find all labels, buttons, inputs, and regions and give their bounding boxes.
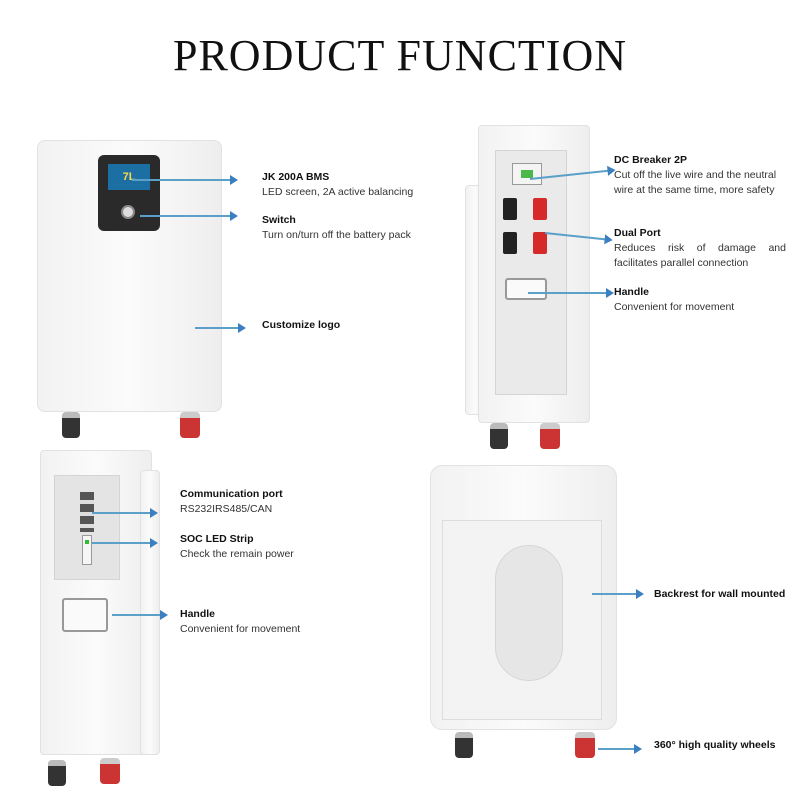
positive-terminal (533, 198, 547, 220)
comm-port-title: Communication port (180, 488, 283, 500)
bms-desc: LED screen, 2A active balancing (262, 186, 414, 198)
soc-led-strip (82, 535, 92, 565)
arrow-icon (132, 175, 238, 185)
wheel-icon (62, 412, 80, 438)
switch-desc: Turn on/turn off the battery pack (262, 229, 411, 241)
wheels-title: 360° high quality wheels (654, 739, 776, 751)
switch-title: Switch (262, 214, 296, 226)
wheel-icon (180, 412, 200, 438)
positive-terminal (533, 232, 547, 254)
soc-desc: Check the remain power (180, 548, 294, 560)
communication-ports (80, 492, 94, 532)
wheel-icon (575, 732, 595, 758)
comm-port-desc: RS232IRS485/CAN (180, 503, 273, 515)
arrow-icon (598, 744, 642, 754)
arrow-icon (592, 589, 644, 599)
backrest-title: Backrest for wall mounted (654, 588, 786, 600)
arrow-icon (195, 323, 246, 333)
wheel-icon (100, 758, 120, 784)
page-title: PRODUCT FUNCTION (172, 31, 628, 80)
wheel-icon (490, 423, 508, 449)
breaker-desc: Cut off the live wire and the neutral wi… (614, 169, 777, 196)
dual-port-desc: Reduces risk of damage and facilitates p… (614, 242, 786, 269)
power-switch-icon (121, 205, 135, 219)
lcd-screen: 7L (108, 164, 150, 190)
handle-right-title: Handle (614, 286, 650, 298)
logo-title: Customize logo (262, 319, 341, 331)
wheel-icon (540, 423, 560, 449)
handle (505, 278, 547, 300)
breaker-title: DC Breaker 2P (614, 154, 687, 166)
handle-left-desc: Convenient for movement (180, 623, 301, 635)
handle-left-title: Handle (180, 608, 216, 620)
wheel-icon (455, 732, 473, 758)
dual-port-title: Dual Port (614, 227, 661, 239)
arrow-icon (112, 610, 168, 620)
backrest-opening (495, 545, 563, 681)
dc-breaker (512, 163, 542, 185)
handle-right-desc: Convenient for movement (614, 301, 735, 313)
wheel-icon (48, 760, 66, 786)
bms-title: JK 200A BMS (262, 171, 330, 183)
arrow-icon (92, 508, 158, 518)
negative-terminal (503, 232, 517, 254)
handle (62, 598, 108, 632)
soc-title: SOC LED Strip (180, 533, 254, 545)
arrow-icon (92, 538, 158, 548)
negative-terminal (503, 198, 517, 220)
arrow-icon (528, 288, 614, 298)
arrow-icon (140, 211, 238, 221)
